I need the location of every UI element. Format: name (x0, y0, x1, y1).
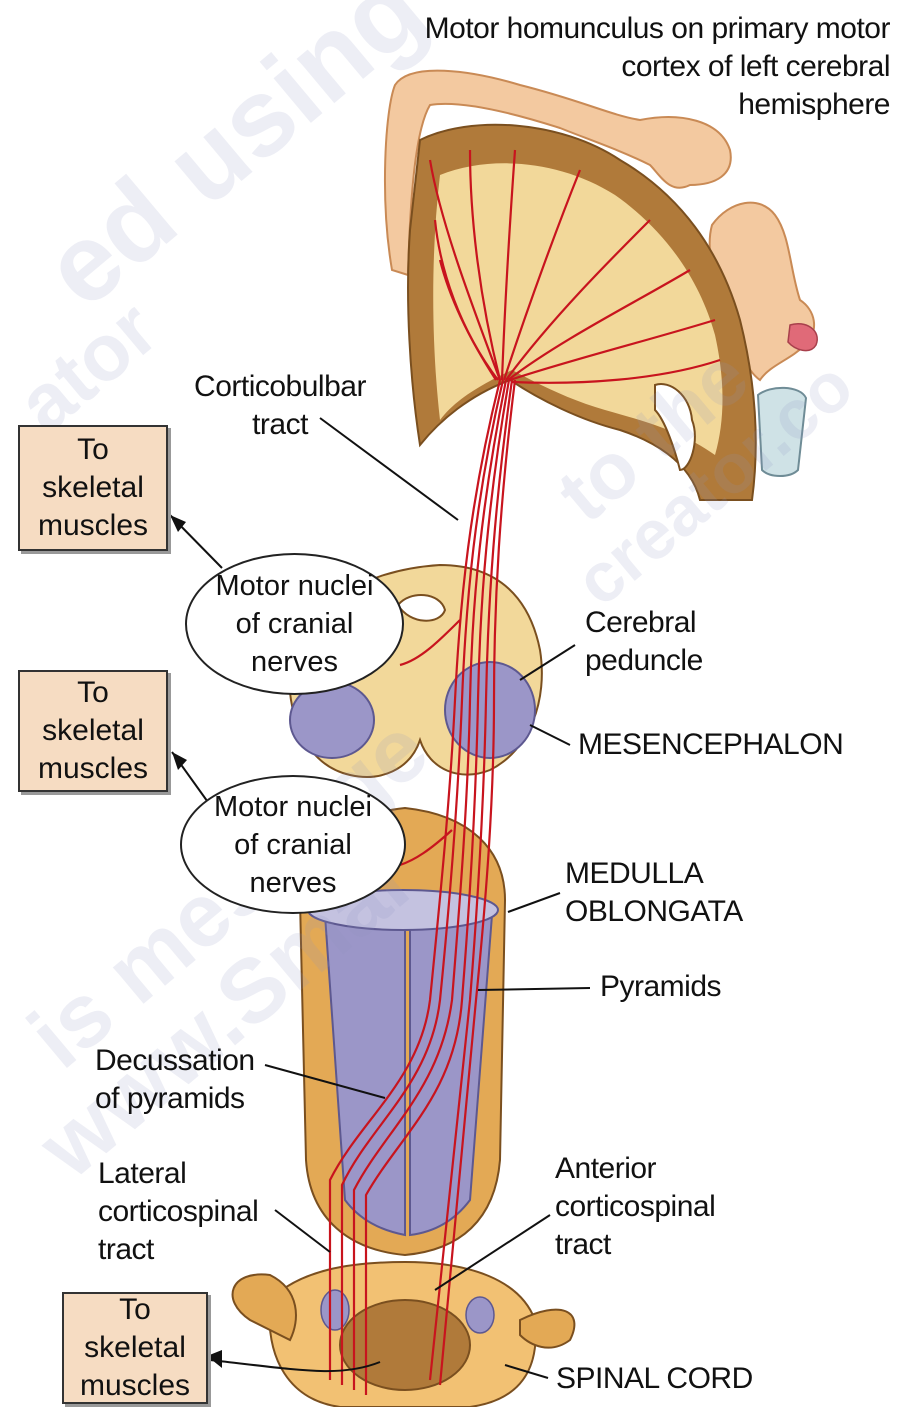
spinal-nerve-right (520, 1310, 574, 1348)
spinal-nerve-left (233, 1274, 296, 1340)
cerebral-peduncle-right (445, 662, 535, 758)
homunculus-larynx (758, 388, 806, 476)
skeletal-muscles-box: To skeletal muscles (18, 425, 168, 551)
label-lateral-corticospinal-tract: Lateral corticospinal tract (98, 1155, 298, 1269)
spinal-purple-left (321, 1290, 349, 1330)
label-homunculus: Motor homunculus on primary motor cortex… (410, 10, 890, 124)
skeletal-muscles-box: To skeletal muscles (18, 670, 168, 792)
label-pyramids: Pyramids (600, 968, 800, 1006)
label-anterior-corticospinal-tract: Anterior corticospinal tract (555, 1150, 755, 1264)
motor-nuclei-bubble: Motor nuclei of cranial nerves (185, 553, 404, 695)
label-spinal-cord: SPINAL CORD (556, 1360, 816, 1398)
motor-nuclei-bubble: Motor nuclei of cranial nerves (180, 775, 406, 914)
label-corticobulbar-tract: Corticobulbar tract (180, 368, 380, 444)
label-mesencephalon: MESENCEPHALON (578, 726, 878, 764)
label-cerebral-peduncle: Cerebral peduncle (585, 604, 785, 680)
spinal-purple-right (466, 1297, 494, 1333)
label-medulla-oblongata: MEDULLA OBLONGATA (565, 855, 825, 931)
label-decussation-of-pyramids: Decussation of pyramids (95, 1042, 295, 1118)
skeletal-muscles-box: To skeletal muscles (62, 1292, 208, 1404)
spinal-gray-matter (340, 1300, 470, 1390)
